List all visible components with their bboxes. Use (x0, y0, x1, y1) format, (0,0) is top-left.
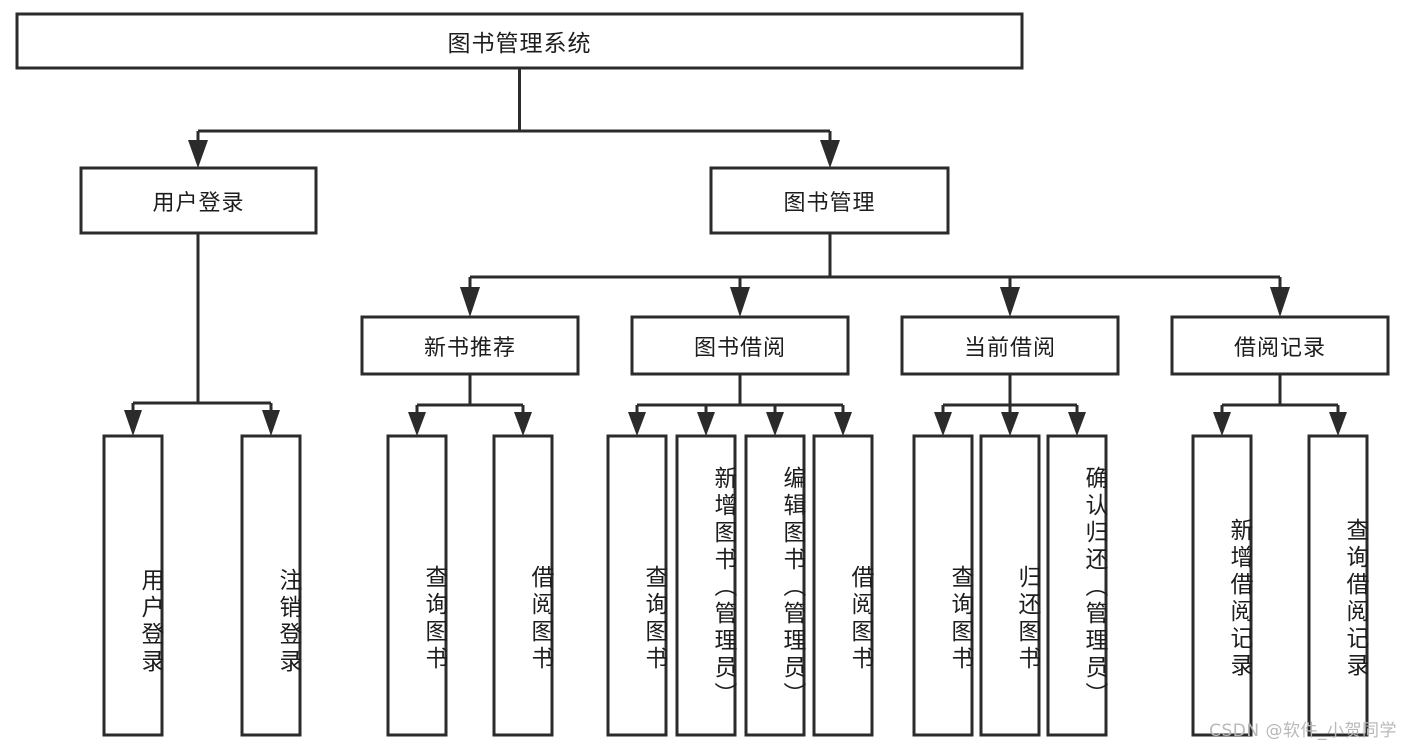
node-box-leaf-6[interactable] (675, 434, 737, 737)
arrow-head-current-borrow (1000, 287, 1020, 317)
arrow-head-leaf-7 (766, 412, 784, 436)
arrow-head-leaf-5 (628, 412, 646, 436)
arrow-head-user-login (188, 140, 208, 168)
node-box-leaf-8[interactable] (812, 434, 874, 737)
arrow-head-book-borrow (730, 287, 750, 317)
node-box-current-borrow[interactable] (900, 315, 1120, 376)
arrow-head-leaf-11 (1068, 412, 1086, 436)
node-box-user-login[interactable] (79, 166, 318, 235)
node-box-leaf-12[interactable] (1191, 434, 1253, 737)
node-box-new-book-rec[interactable] (360, 315, 580, 376)
arrow-head-leaf-12 (1213, 412, 1231, 436)
arrow-head-leaf-4 (514, 412, 532, 436)
node-box-leaf-13[interactable] (1307, 434, 1369, 737)
arrow-head-leaf-10 (1001, 412, 1019, 436)
node-box-leaf-4[interactable] (492, 434, 554, 737)
node-box-layer (15, 12, 1390, 737)
arrow-head-leaf-9 (934, 412, 952, 436)
node-box-leaf-11[interactable] (1046, 434, 1108, 737)
arrow-head-borrow-record (1270, 287, 1290, 317)
node-box-leaf-7[interactable] (744, 434, 806, 737)
node-box-book-borrow[interactable] (630, 315, 850, 376)
connector-layer (124, 68, 1347, 436)
node-box-leaf-10[interactable] (979, 434, 1041, 737)
arrow-head-leaf-3 (408, 412, 426, 436)
node-box-leaf-3[interactable] (386, 434, 448, 737)
node-box-leaf-5[interactable] (606, 434, 668, 737)
arrow-head-leaf-8 (834, 412, 852, 436)
arrow-head-leaf-2 (262, 410, 280, 436)
node-box-book-manage[interactable] (709, 166, 950, 235)
node-box-borrow-record[interactable] (1170, 315, 1390, 376)
node-box-leaf-2[interactable] (240, 434, 302, 737)
arrow-head-leaf-6 (697, 412, 715, 436)
arrow-head-leaf-1 (124, 410, 142, 436)
node-box-root[interactable] (15, 12, 1024, 70)
arrow-head-book-manage (820, 140, 840, 168)
arrow-head-leaf-13 (1329, 412, 1347, 436)
node-box-leaf-1[interactable] (102, 434, 164, 737)
node-box-leaf-9[interactable] (912, 434, 974, 737)
arrow-head-new-book-rec (460, 287, 480, 317)
